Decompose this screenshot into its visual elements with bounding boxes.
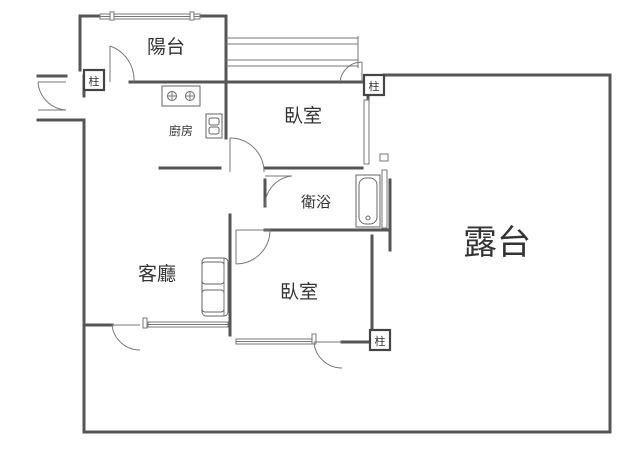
room-label-kitchen: 廚房: [169, 123, 193, 138]
room-label-bedroom-bottom: 臥室: [280, 281, 318, 303]
doors: [37, 45, 363, 369]
room-label-bathroom: 衛浴: [301, 193, 331, 211]
fixtures: [161, 85, 381, 317]
room-label-bedroom-top: 臥室: [284, 105, 322, 127]
pillar-top-left: 柱: [82, 68, 106, 92]
room-label-terrace: 露台: [463, 223, 531, 263]
pillar-bottom-right: 柱: [368, 328, 392, 352]
exterior-walls: [36, 14, 612, 434]
windows: [99, 11, 389, 345]
sofa-icon: [201, 257, 229, 317]
svg-text:柱: 柱: [369, 79, 380, 93]
svg-text:柱: 柱: [375, 334, 386, 348]
room-label-balcony: 陽台: [147, 36, 185, 58]
svg-text:柱: 柱: [89, 74, 100, 88]
pillar-top-right: 柱: [362, 73, 386, 97]
stove-icon: [161, 85, 201, 107]
room-label-living-room: 客廳: [138, 263, 176, 285]
bathtub-icon: [355, 174, 381, 228]
sink-icon: [205, 113, 223, 139]
